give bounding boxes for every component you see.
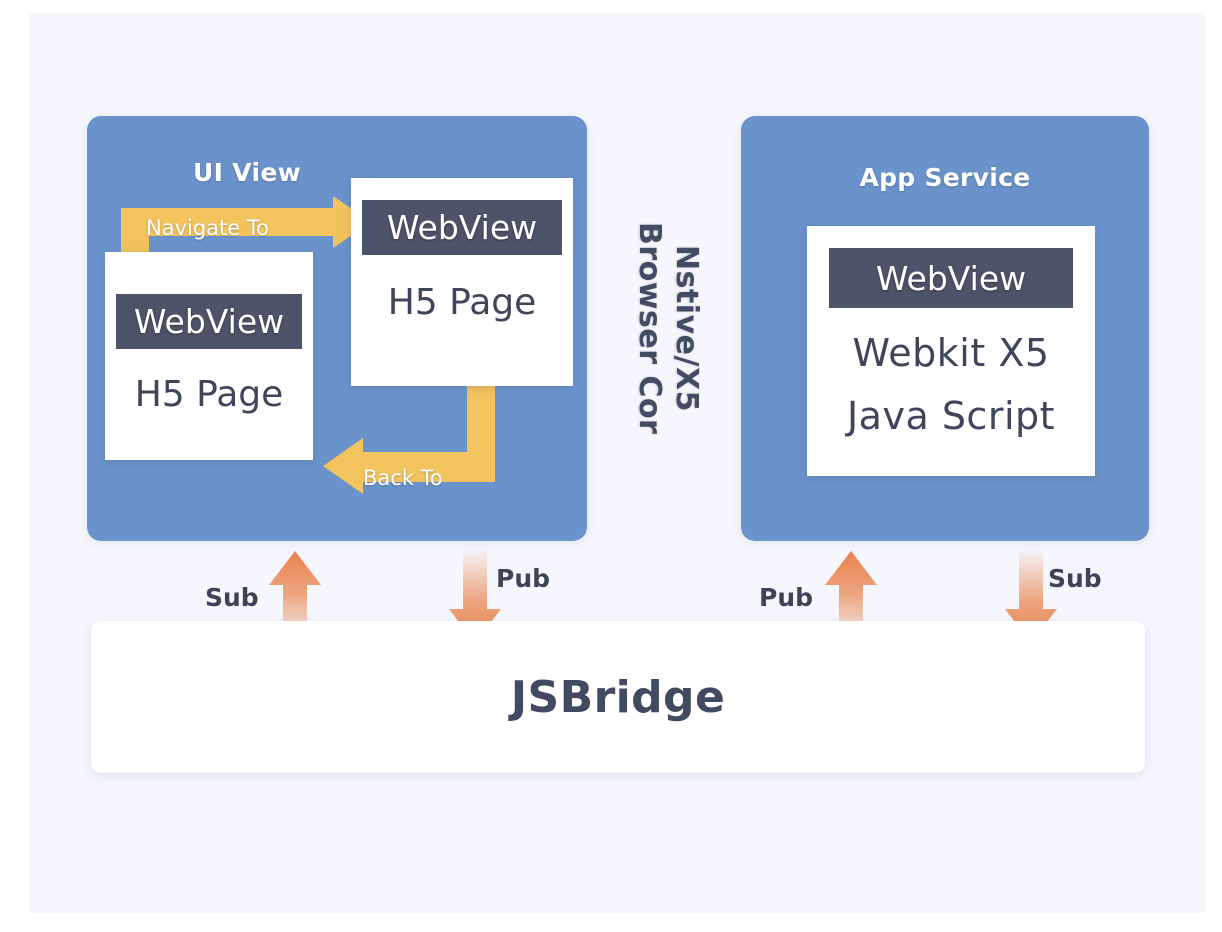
diagram-canvas: UI View Navigate To Back To WebView H5 P…: [29, 13, 1205, 913]
ui-view-panel: UI View Navigate To Back To WebView H5 P…: [87, 116, 587, 541]
app-service-panel: App Service WebView Webkit X5 Java Scrip…: [741, 116, 1149, 541]
jsbridge-label: JSBridge: [510, 671, 726, 723]
pub-label-right: Pub: [759, 583, 814, 612]
back-to-arrow-icon: [323, 386, 495, 494]
back-to-label: Back To: [363, 466, 443, 490]
h5-page-label: H5 Page: [387, 282, 537, 323]
pub-label-left: Pub: [496, 564, 551, 593]
h5-page-label: H5 Page: [134, 374, 284, 415]
sub-label-left: Sub: [205, 583, 259, 612]
webview-bar: WebView: [116, 294, 302, 349]
sub-label-right: Sub: [1048, 564, 1102, 593]
jsbridge-panel[interactable]: JSBridge: [91, 621, 1145, 773]
pub-arrow-up-icon: [825, 551, 877, 643]
browser-core-line-left: Browser Cor: [632, 222, 667, 435]
h5-page-card-next[interactable]: WebView H5 Page: [351, 178, 573, 386]
java-script-label: Java Script: [846, 394, 1056, 438]
ui-view-panel-title: UI View: [193, 158, 301, 187]
pub-arrow-down-icon: [449, 551, 501, 643]
app-service-panel-title: App Service: [859, 163, 1031, 192]
app-service-runtime-card[interactable]: WebView Webkit X5 Java Script: [807, 226, 1095, 476]
sub-arrow-up-icon: [269, 551, 321, 643]
browser-core-label: Browser Cor Nstive/X5: [595, 116, 741, 541]
navigate-to-arrow-icon: [121, 196, 371, 294]
webview-bar: WebView: [362, 200, 562, 255]
browser-core-line-right: Nstive/X5: [669, 245, 704, 412]
sub-arrow-down-icon: [1005, 551, 1057, 643]
h5-page-card-current[interactable]: WebView H5 Page: [105, 252, 313, 460]
webkit-x5-label: Webkit X5: [852, 331, 1050, 375]
navigate-to-label: Navigate To: [146, 216, 269, 240]
webview-bar: WebView: [829, 248, 1073, 308]
